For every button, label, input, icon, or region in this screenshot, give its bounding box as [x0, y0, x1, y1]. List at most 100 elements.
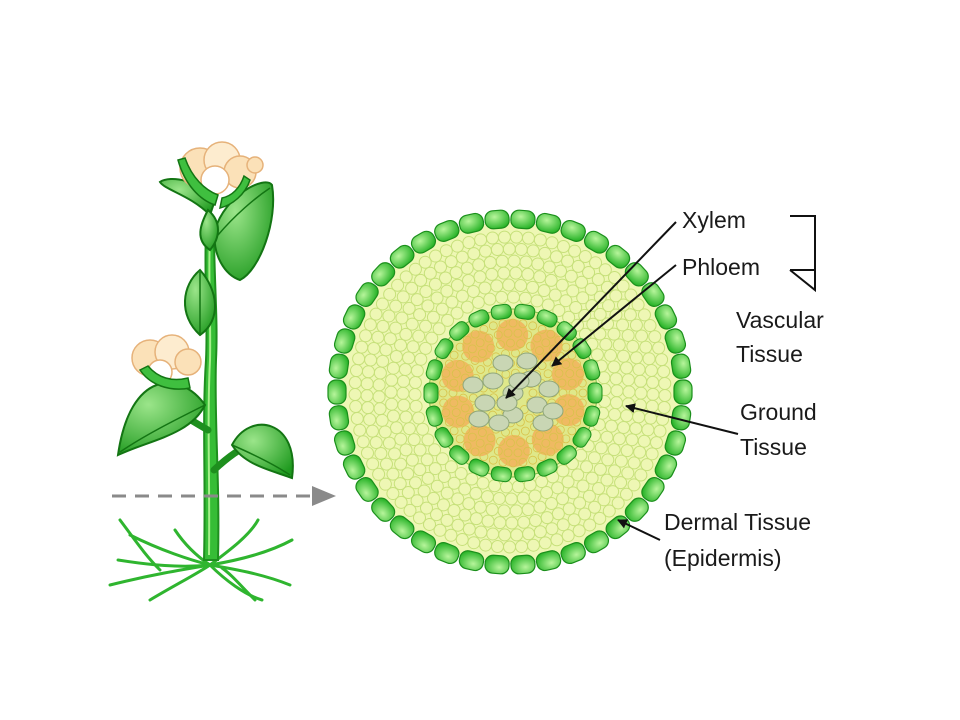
- ground-cell: [394, 432, 408, 446]
- epidermis-cell: [484, 209, 510, 230]
- parenchyma-cell: [467, 432, 477, 442]
- parenchyma-cell: [444, 359, 454, 369]
- ground-cell: [561, 254, 575, 268]
- ground-cell: [434, 260, 448, 274]
- leaf-lower-left: [116, 382, 207, 457]
- ground-cell: [598, 263, 612, 277]
- parenchyma-cell: [565, 369, 575, 378]
- parenchyma-cell: [516, 339, 525, 348]
- sheath-cell: [434, 426, 454, 448]
- parenchyma-cell: [546, 447, 556, 457]
- ground-cell: [430, 291, 444, 305]
- parenchyma-cell: [568, 388, 578, 398]
- ground-cell: [399, 443, 413, 457]
- ground-cell: [395, 311, 409, 325]
- epidermis-cell: [328, 405, 350, 431]
- ground-cell: [394, 457, 408, 471]
- epidermis-cell: [328, 353, 350, 379]
- parenchyma-cell: [444, 417, 454, 427]
- vascular-bracket: [789, 215, 816, 293]
- sheath-cell: [434, 338, 454, 360]
- ground-cell: [621, 466, 635, 480]
- ground-cell: [439, 271, 453, 285]
- ground-cell: [405, 317, 419, 331]
- parenchyma-cell: [511, 428, 520, 438]
- xylem-cell: [516, 352, 538, 370]
- sheath-cell: [490, 466, 512, 483]
- epidermis-cell: [458, 212, 485, 234]
- ground-cell: [566, 284, 580, 298]
- ground-cell: [587, 451, 601, 465]
- parenchyma-cell: [578, 388, 588, 398]
- sheath-cell: [514, 466, 536, 483]
- ground-cell: [607, 443, 621, 457]
- xylem-cell: [482, 372, 504, 390]
- label-xylem: Xylem: [682, 207, 746, 233]
- ground-cell: [551, 507, 565, 521]
- ground-cell: [556, 518, 570, 532]
- parenchyma-cell: [528, 388, 538, 398]
- ground-cell: [633, 445, 647, 459]
- ground-cell: [418, 255, 432, 269]
- parenchyma-cell: [449, 426, 459, 436]
- ground-cell: [567, 513, 581, 527]
- sheath-cell: [468, 309, 490, 328]
- parenchyma-cell: [567, 426, 577, 436]
- ground-cell: [645, 447, 659, 461]
- ground-cell: [427, 491, 441, 505]
- sheath-cell: [449, 445, 470, 465]
- ground-cell: [359, 329, 373, 343]
- epidermis-cell: [434, 542, 460, 565]
- ground-cell: [593, 511, 607, 525]
- ground-cell: [371, 330, 385, 344]
- ground-cell: [601, 317, 615, 331]
- ground-cell: [658, 388, 672, 402]
- ground-cell: [419, 501, 433, 515]
- ground-cell: [621, 328, 635, 342]
- parenchyma-cell: [513, 448, 523, 458]
- ground-cell: [578, 250, 592, 264]
- ground-cell: [394, 338, 408, 352]
- ground-cell: [612, 338, 626, 352]
- ground-cell: [614, 454, 628, 468]
- ground-cell: [421, 433, 435, 447]
- ground-cell: [594, 441, 608, 455]
- ground-cell: [403, 503, 417, 517]
- ground-cell: [601, 453, 615, 467]
- ground-cell: [455, 289, 469, 303]
- parenchyma-cell: [451, 408, 461, 417]
- ground-cell: [588, 500, 602, 514]
- sheath-cell: [572, 338, 592, 360]
- ground-cell: [389, 350, 403, 364]
- parenchyma-cell: [441, 408, 451, 418]
- label-phloem: Phloem: [682, 254, 760, 280]
- parenchyma-cell: [525, 413, 534, 423]
- parenchyma-cell: [508, 318, 518, 328]
- ground-cell: [389, 321, 403, 335]
- epidermis-cell: [583, 230, 610, 254]
- ground-cell: [462, 497, 476, 511]
- ground-cell: [582, 489, 596, 503]
- ground-cell: [376, 319, 390, 333]
- parenchyma-cell: [541, 438, 551, 448]
- ground-cell: [420, 453, 434, 467]
- ground-cell: [620, 444, 634, 458]
- parenchyma-cell: [528, 321, 538, 331]
- ground-cell: [573, 496, 587, 510]
- ground-cell: [600, 430, 614, 444]
- parenchyma-cell: [455, 342, 465, 352]
- parenchyma-cell: [535, 431, 544, 440]
- ground-cell: [423, 517, 437, 531]
- parenchyma-cell: [567, 398, 577, 408]
- ground-cell: [627, 456, 641, 470]
- ground-cell: [360, 446, 374, 460]
- ground-cell: [586, 317, 600, 331]
- vascular-sheath-ring: [423, 303, 603, 483]
- parenchyma-cell: [516, 438, 525, 447]
- ground-cell: [578, 507, 592, 521]
- sheath-cell: [425, 405, 443, 427]
- epidermis-cell: [560, 542, 586, 565]
- xylem-cell: [492, 354, 514, 372]
- epidermis-cell: [355, 282, 379, 308]
- parenchyma-cell: [557, 378, 567, 388]
